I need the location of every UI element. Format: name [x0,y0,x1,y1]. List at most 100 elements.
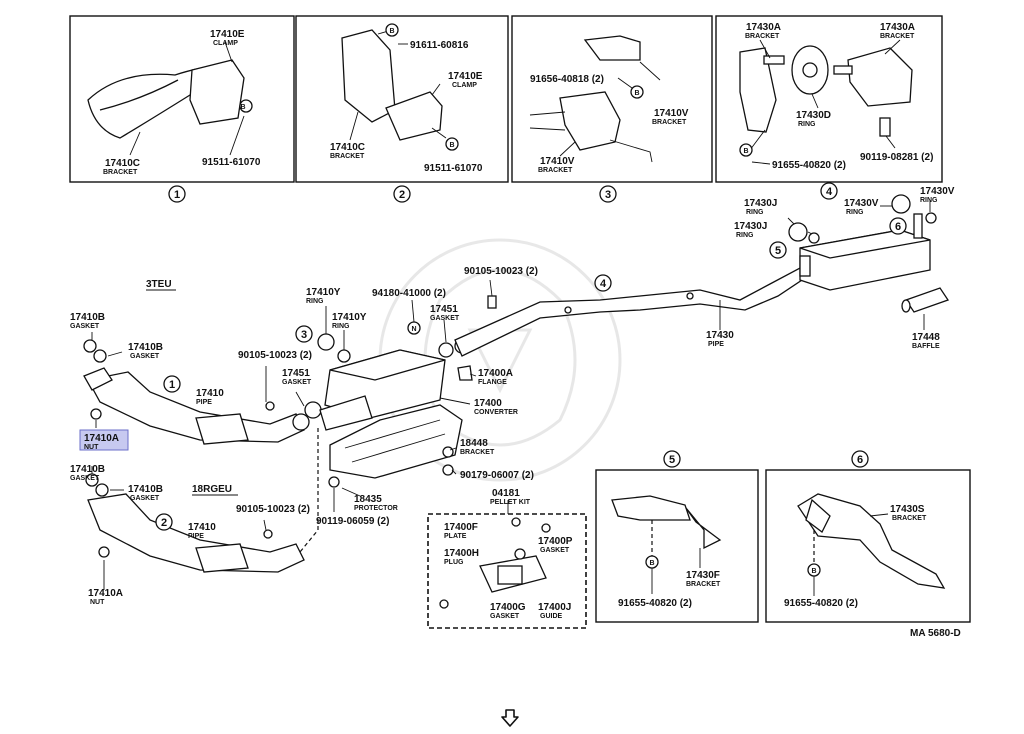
callout-part-number: 17410A [88,588,123,599]
callout-part-desc: GASKET [70,323,100,330]
callout-part-desc: GASKET [70,475,100,482]
callout-part-desc: BRACKET [460,449,495,456]
pellet-kit-number: 04181 [492,488,520,499]
callout-part-number: 17400 [474,398,502,409]
bolt-marker: B [649,560,654,567]
view-number-6: 6 [857,454,863,466]
engine-label-18rgeu: 18RGEU [192,484,232,495]
callout-part-desc: PLATE [444,533,467,540]
callout-part-desc: RING [846,209,864,216]
detail-box-5: B 17430F BRACKET 91655-40820 (2) [595,469,759,623]
callout-part-number: 91611-60816 [410,40,469,51]
callout-part-desc: BRACKET [538,167,573,174]
callout-part-number: 17400J [538,602,571,613]
view-number-3: 3 [605,189,611,201]
view-number-1: 1 [174,189,180,201]
callout-part-desc: RING [920,197,938,204]
callout-part-number: 17410C [330,142,365,153]
callout-part-number: 90119-08281 (2) [860,152,933,163]
callout-part-number: 17430D [796,110,831,121]
callout-part-desc: BRACKET [652,119,687,126]
callout-part-number: 91656-40818 (2) [530,74,604,85]
callout-part-number: 90179-06007 (2) [460,470,534,481]
callout-part-number: 90105-10023 (2) [464,266,538,277]
view-ref-4: 4 [600,278,607,290]
callout-part-number: 91511-61070 [424,163,483,174]
highlighted-part[interactable] [79,429,129,451]
callout-part-number: 17451 [430,304,458,315]
callout-part-desc: PROTECTOR [354,505,398,512]
callout-part-number: 17410C [105,158,140,169]
callout-part-number: 91655-40820 (2) [618,598,692,609]
callout-part-desc: GASKET [130,495,160,502]
callout-part-number: 91511-61070 [202,157,261,168]
callout-part-number: 17430V [844,198,879,209]
diagram-code: MA 5680-D [910,628,961,639]
callout-part-desc: CONVERTER [474,409,518,416]
bolt-marker: B [811,568,816,575]
callout-part-number: 90105-10023 (2) [238,350,312,361]
view-ref-1: 1 [169,379,175,391]
pellet-kit-desc: PELLET KIT [490,499,531,506]
callout-part-number: 17410B [128,484,163,495]
view-ref-5: 5 [775,245,781,257]
callout-part-desc: BRACKET [745,33,780,40]
callout-part-desc: RING [746,209,764,216]
callout-part-number: 17410B [70,464,105,475]
callout-part-number: 17410V [654,108,689,119]
callout-part-number: 17410 [188,522,216,533]
callout-part-number: 17430 [706,330,734,341]
bolt-marker: B [389,28,394,35]
callout-part-desc: NUT [84,444,99,451]
detail-box-2: B B 91611-60816 17410E CLAMP 17410C BRAC… [295,15,509,183]
callout-part-number: 17451 [282,368,310,379]
callout-part-desc: RING [306,298,324,305]
callout-part-number: 17410V [540,156,575,167]
callout-part-number: 17430A [746,22,781,33]
callout-part-number: 17448 [912,332,940,343]
engine-label-3teu: 3TEU [146,279,172,290]
callout-part-desc: GASKET [282,379,312,386]
callout-part-desc: RING [332,323,350,330]
callout-part-number: 17400A [478,368,513,379]
callout-part-number: 18448 [460,438,488,449]
callout-part-number: 17410B [128,342,163,353]
callout-part-number: 17400F [444,522,478,533]
callout-part-desc: RING [798,121,816,128]
callout-part-number: 90119-06059 (2) [316,516,389,527]
callout-part-desc: BAFFLE [912,343,940,350]
detail-box-6: B 17430S BRACKET 91655-40820 (2) [765,469,971,623]
callout-part-desc: RING [736,232,754,239]
bolt-marker: B [449,142,454,149]
callout-part-number: 17430J [744,198,777,209]
callout-part-number: 17430S [890,504,925,515]
callout-part-desc: BRACKET [330,153,365,160]
callout-part-desc: GUIDE [540,613,563,620]
nut-marker: N [411,326,416,333]
callout-part-number: 17430J [734,221,767,232]
callout-part-number: 17400G [490,602,526,613]
callout-part-desc: BRACKET [892,515,927,522]
view-ref-6: 6 [895,221,901,233]
callout-part-number: 17410A [84,433,119,444]
callout-part-number: 90105-10023 (2) [236,504,310,515]
callout-part-number: 17430A [880,22,915,33]
bolt-marker: B [743,148,748,155]
callout-part-number: 17410B [70,312,105,323]
view-number-2: 2 [399,189,405,201]
callout-part-number: 17410E [448,71,483,82]
callout-part-number: 91655-40820 (2) [784,598,858,609]
callout-part-desc: PIPE [196,399,212,406]
callout-part-desc: PLUG [444,559,464,566]
callout-part-desc: NUT [90,599,105,606]
callout-part-number: 18435 [354,494,382,505]
callout-part-desc: GASKET [130,353,160,360]
down-arrow-icon[interactable] [500,708,520,728]
view-ref-3: 3 [301,329,307,341]
callout-part-desc: BRACKET [103,169,138,176]
callout-part-desc: GASKET [430,315,460,322]
callout-part-desc: GASKET [490,613,520,620]
callout-part-number: 94180-41000 (2) [372,288,446,299]
callout-part-number: 91655-40820 (2) [772,160,846,171]
